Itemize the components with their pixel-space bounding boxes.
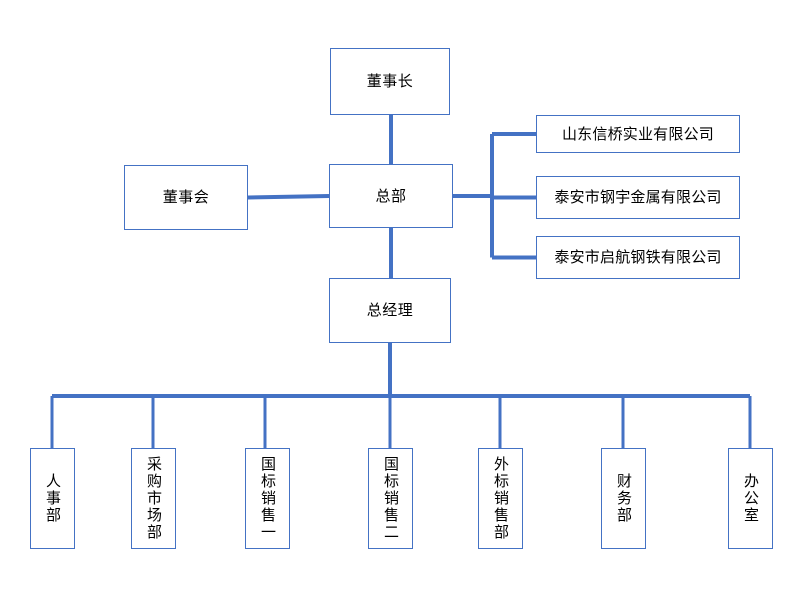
node-department[interactable]: 国标销售一 — [245, 448, 290, 549]
node-department-label: 外标销售部 — [492, 456, 510, 541]
node-department-label: 办公室 — [742, 473, 760, 524]
node-headquarters[interactable]: 总部 — [329, 164, 453, 228]
node-department[interactable]: 采购市场部 — [131, 448, 176, 549]
node-department[interactable]: 办公室 — [728, 448, 773, 549]
node-department[interactable]: 财务部 — [601, 448, 646, 549]
node-department-label: 国标销售二 — [382, 456, 400, 541]
node-department-label: 国标销售一 — [259, 456, 277, 541]
node-department[interactable]: 外标销售部 — [478, 448, 523, 549]
node-board-of-directors[interactable]: 董事会 — [124, 165, 248, 230]
node-subsidiary-label: 泰安市钢宇金属有限公司 — [554, 188, 722, 207]
node-department-label: 财务部 — [615, 473, 633, 524]
node-department-label: 人事部 — [44, 473, 62, 524]
node-headquarters-label: 总部 — [375, 186, 407, 205]
node-general-manager[interactable]: 总经理 — [329, 278, 451, 343]
node-subsidiary[interactable]: 泰安市钢宇金属有限公司 — [536, 176, 740, 219]
node-chairman-label: 董事长 — [366, 72, 414, 91]
node-department[interactable]: 国标销售二 — [368, 448, 413, 549]
node-general-manager-label: 总经理 — [366, 301, 414, 320]
node-board-of-directors-label: 董事会 — [162, 188, 210, 207]
node-subsidiary[interactable]: 泰安市启航钢铁有限公司 — [536, 236, 740, 279]
connector-board-to-headquarters — [247, 194, 330, 200]
node-subsidiary-label: 山东信桥实业有限公司 — [561, 124, 714, 143]
node-subsidiary-label: 泰安市启航钢铁有限公司 — [554, 248, 722, 267]
node-department[interactable]: 人事部 — [30, 448, 75, 549]
node-chairman[interactable]: 董事长 — [330, 48, 450, 115]
node-subsidiary[interactable]: 山东信桥实业有限公司 — [536, 115, 740, 153]
node-department-label: 采购市场部 — [145, 456, 163, 541]
